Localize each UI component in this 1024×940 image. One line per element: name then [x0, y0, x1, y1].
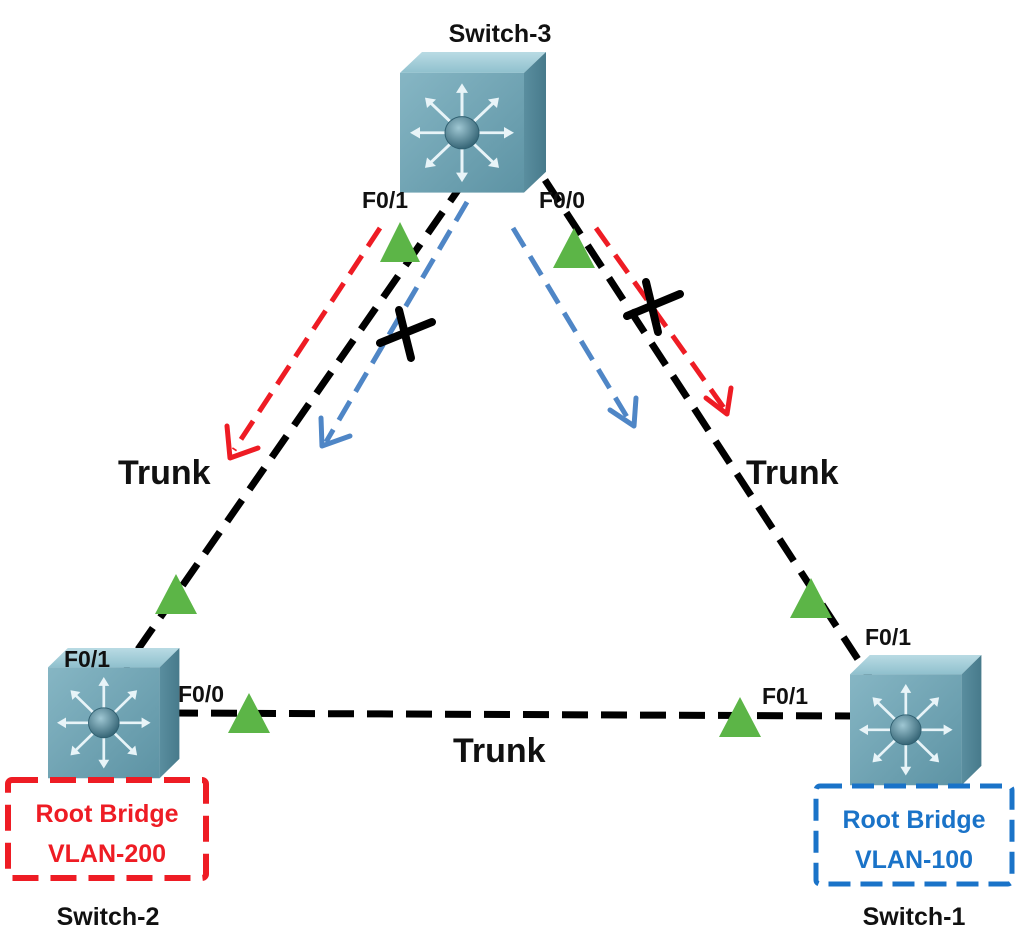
switch-3-name: Switch-3 — [449, 20, 552, 48]
switch-1-icon[interactable] — [848, 653, 983, 787]
root-bridge-vlan-200-line1: Root Bridge — [35, 800, 178, 828]
green-triangle-icon — [553, 228, 595, 268]
switch-1-port-f0-1-left: F0/1 — [762, 683, 808, 709]
switch-2-name: Switch-2 — [57, 903, 160, 931]
vlan-200-arrows — [231, 226, 727, 452]
vlan-200-arrow-right — [593, 226, 727, 410]
x-mark-icon — [623, 278, 684, 336]
root-bridge-box-vlan-200 — [5, 777, 209, 881]
vlan-200-arrowhead-left — [224, 423, 261, 461]
trunk-label-left: Trunk — [118, 454, 211, 492]
root-bridge-box-vlan-100 — [813, 783, 1015, 887]
green-triangle-icon — [380, 222, 420, 262]
trunk-label-right: Trunk — [746, 454, 839, 492]
green-triangle-icon — [719, 697, 761, 737]
switch-1-name: Switch-1 — [863, 903, 966, 931]
switch-3-port-f0-0: F0/0 — [539, 187, 585, 213]
switch-2-port-f0-1: F0/1 — [64, 646, 110, 672]
green-triangle-icon — [790, 578, 832, 618]
vlan-200-arrowhead-right — [703, 385, 734, 417]
x-mark-icon — [376, 306, 436, 362]
switch-1-port-f0-1-top: F0/1 — [865, 624, 911, 650]
vlan-100-arrow-right — [510, 226, 633, 424]
vlan-100-arrows — [323, 200, 633, 444]
vlan-200-arrow-left — [231, 226, 383, 452]
trunk-link-bottom — [171, 709, 853, 720]
trunk-label-bottom: Trunk — [453, 732, 546, 770]
switch-3-icon[interactable] — [398, 50, 548, 195]
switch-3-port-f0-1: F0/1 — [362, 187, 408, 213]
trunk-links — [122, 177, 881, 720]
root-bridge-vlan-200-line2: VLAN-200 — [48, 840, 166, 868]
vlan-100-arrow-left — [323, 200, 470, 444]
vlan-100-arrowhead-right — [607, 395, 639, 429]
root-bridge-vlan-100-line1: Root Bridge — [842, 806, 985, 834]
port-indicators — [155, 222, 832, 737]
switch-2-port-f0-0: F0/0 — [178, 681, 224, 707]
green-triangle-icon — [155, 574, 197, 614]
root-bridge-vlan-100-line2: VLAN-100 — [855, 846, 973, 874]
vlan-100-arrowhead-left — [318, 415, 353, 449]
green-triangle-icon — [228, 693, 270, 733]
